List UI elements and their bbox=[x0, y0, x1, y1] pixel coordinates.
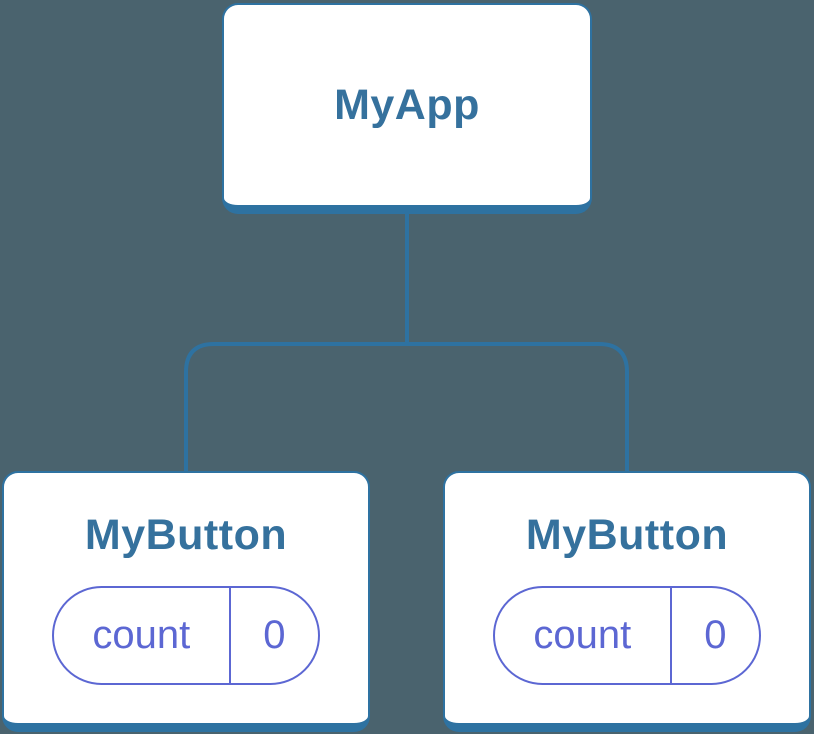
component-node-mybutton-left: MyButton count 0 bbox=[2, 471, 370, 732]
component-node-mybutton-right: MyButton count 0 bbox=[443, 471, 811, 732]
component-label: MyApp bbox=[334, 81, 480, 129]
state-name: count bbox=[92, 613, 191, 657]
connector-branch-line bbox=[184, 342, 629, 473]
state-name: count bbox=[533, 613, 632, 657]
state-pill: count 0 bbox=[52, 586, 320, 685]
state-pill: count 0 bbox=[493, 586, 761, 685]
component-label: MyButton bbox=[525, 511, 729, 559]
component-node-myapp: MyApp bbox=[222, 3, 592, 214]
state-value: 0 bbox=[228, 588, 318, 683]
component-label: MyButton bbox=[84, 511, 288, 559]
state-value: 0 bbox=[669, 588, 759, 683]
